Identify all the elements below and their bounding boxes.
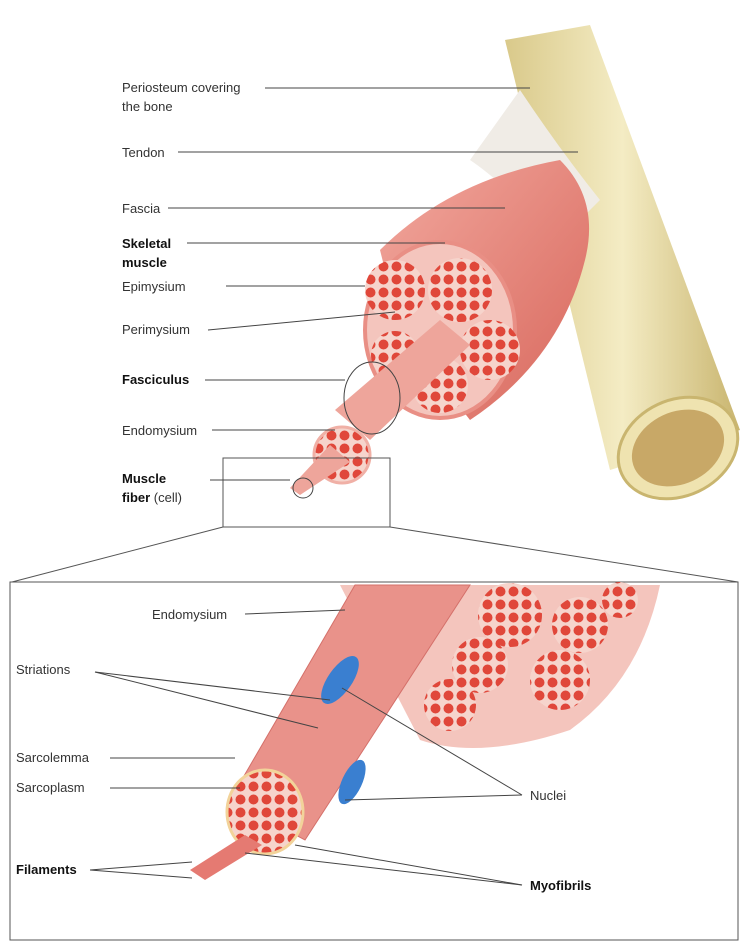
label-fasciculus: Fasciculus	[122, 372, 190, 387]
label-periosteum: Periosteum covering the bone	[122, 78, 241, 116]
inset-fiber	[190, 582, 660, 880]
inset-label-myofibrils: Myofibrils	[530, 878, 592, 893]
label-fiber-cell: (cell)	[153, 490, 182, 505]
label-periosteum-line1: Periosteum covering	[122, 80, 241, 95]
label-skeletal-line2: muscle	[122, 255, 167, 270]
inset-label-filaments: Filaments	[16, 862, 77, 877]
inset-label-nuclei: Nuclei	[530, 788, 567, 803]
bone	[505, 25, 740, 501]
label-skeletal-muscle: Skeletal muscle	[122, 234, 171, 272]
label-tendon: Tendon	[122, 145, 165, 160]
label-epimysium: Epimysium	[122, 279, 186, 294]
label-fiber-line2: fiber	[122, 490, 151, 505]
label-periosteum-line2: the bone	[122, 99, 173, 114]
inset-label-sarcolemma: Sarcolemma	[16, 750, 89, 765]
inset-label-endomysium: Endomysium	[152, 607, 228, 622]
label-perimysium: Perimysium	[122, 322, 190, 337]
label-fiber-line1: Muscle	[122, 471, 167, 486]
leader-lines	[89, 87, 578, 886]
label-muscle-fiber: Muscle fiber (cell)	[122, 469, 182, 507]
inset-label-sarcoplasm: Sarcoplasm	[16, 780, 85, 795]
label-fascia: Fascia	[122, 201, 161, 216]
skeletal-muscle	[290, 160, 590, 499]
zoom-region	[222, 457, 391, 528]
label-endomysium: Endomysium	[122, 423, 198, 438]
inset-label-striations: Striations	[16, 662, 71, 677]
label-skeletal-line1: Skeletal	[122, 236, 172, 251]
